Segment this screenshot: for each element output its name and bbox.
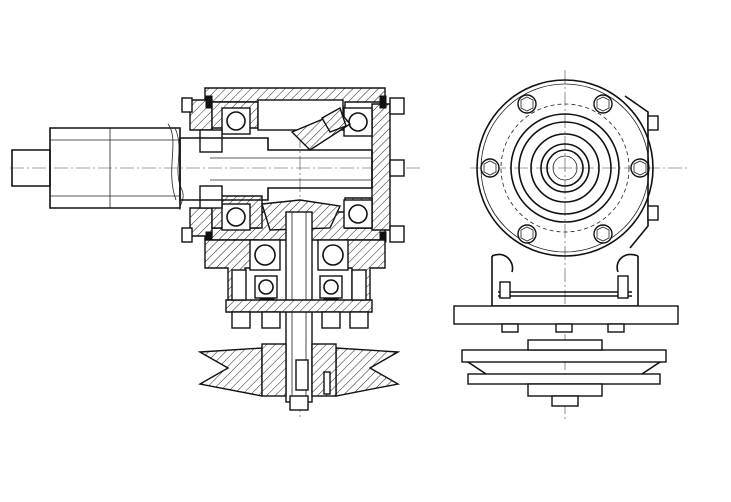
front-pulley	[461, 339, 667, 407]
bevel-gears	[261, 106, 352, 231]
section-view	[10, 87, 420, 420]
upper-bearings	[199, 107, 373, 231]
pulley	[197, 343, 401, 411]
lower-housing	[204, 239, 386, 329]
input-shaft	[11, 123, 184, 211]
outer-flange	[476, 79, 654, 257]
front-view	[453, 70, 690, 420]
lower-support	[453, 253, 679, 333]
base-plate	[453, 305, 679, 325]
flange-bolts	[480, 94, 650, 244]
internal-shaft	[179, 137, 373, 201]
side-bracket	[624, 95, 649, 249]
